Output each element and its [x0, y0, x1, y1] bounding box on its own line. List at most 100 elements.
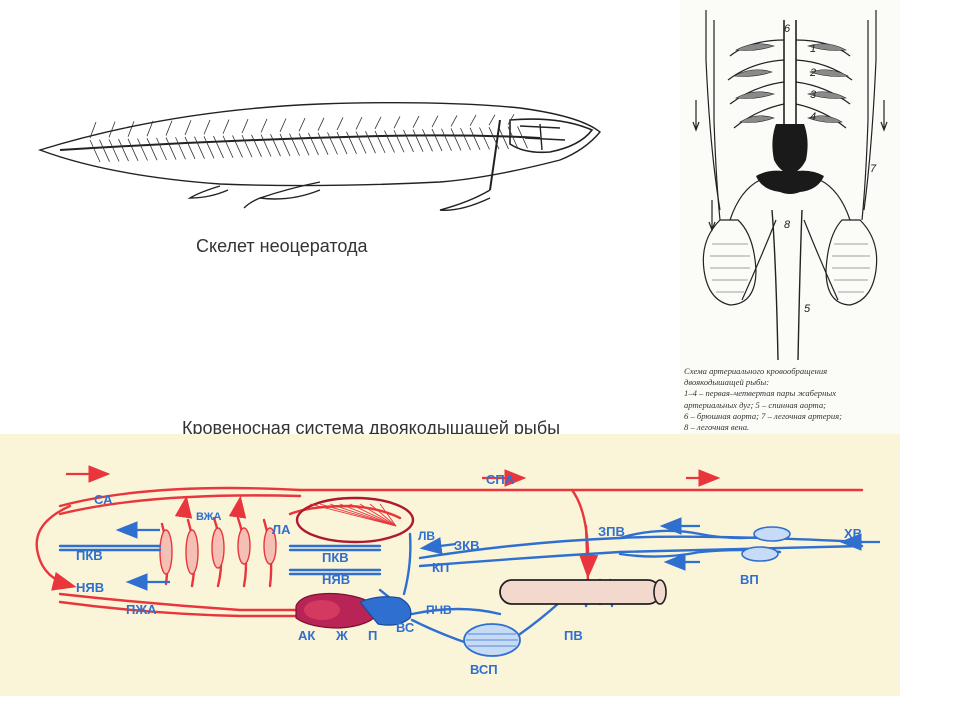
fish-fin-ray	[298, 118, 306, 132]
fish-rib	[194, 136, 205, 159]
label-pzha: ПЖА	[126, 602, 157, 617]
fish-rib	[213, 135, 224, 159]
fish-fin-ray	[89, 121, 97, 139]
fish-rib	[441, 128, 452, 151]
scheme-number-4: 4	[810, 111, 816, 123]
circulatory-diagram-panel: СПА СА ВЖА ЛА ЛВ ПКВ НЯВ ПКВ НЯВ ПЖА ЗКВ…	[0, 434, 900, 696]
label-pv: ПВ	[564, 628, 583, 643]
fish-rib	[517, 126, 528, 149]
scheme-caption-line: 6 – брюшная аорта; 7 – легочная артерия;	[684, 410, 843, 421]
scheme-number-1: 1	[810, 43, 816, 55]
arterial-scheme-drawing: 6 1 2 3 4 7 8 5	[692, 10, 888, 361]
scheme-number-3: 3	[810, 89, 817, 101]
fish-rib	[127, 138, 139, 161]
scheme-caption-line: Схема артериального кровообращения	[684, 366, 828, 376]
fish-rib	[403, 129, 414, 153]
skeleton-title: Скелет неоцератода	[196, 236, 368, 256]
fish-fin-ray	[431, 115, 439, 128]
fish-rib	[336, 131, 348, 155]
scheme-caption-line: артериальных дуг; 5 – спинная аорта;	[684, 399, 827, 410]
label-pkv: ПКВ	[76, 548, 103, 563]
fish-rib	[279, 133, 291, 157]
fish-rib	[355, 131, 367, 154]
scheme-number-5: 5	[804, 303, 811, 315]
fish-rib	[298, 133, 310, 156]
fish-rib	[165, 137, 177, 160]
label-vp: ВП	[740, 572, 759, 587]
fish-rib	[289, 133, 300, 156]
fish-rib	[89, 139, 101, 163]
lung-capillary	[379, 503, 397, 527]
fish-rib	[308, 132, 319, 156]
label-pchv: ПЧВ	[426, 603, 452, 617]
fish-rib	[450, 128, 462, 151]
lung-capillary	[319, 503, 397, 527]
lung-capillary	[329, 503, 397, 527]
scheme-caption-line: 8 – легочная вена.	[684, 422, 750, 433]
fish-rib	[460, 127, 471, 151]
fish-fin-ray	[222, 119, 230, 134]
fish-rib	[241, 134, 253, 158]
fish-fin-ray	[412, 115, 420, 128]
fish-rib	[156, 137, 167, 161]
fish-rib	[479, 127, 490, 150]
lung-capillary	[339, 503, 397, 527]
fish-rib	[251, 134, 262, 157]
heart	[295, 592, 412, 629]
fish-rib	[384, 130, 395, 153]
scheme-number-6-top: 6	[784, 23, 791, 35]
fish-fin-ray	[184, 120, 192, 136]
label-zkv: ЗКВ	[454, 538, 479, 553]
fish-fin-ray	[260, 118, 268, 133]
scheme-number-2: 2	[809, 67, 816, 79]
fish-fin-ray	[317, 117, 325, 131]
lung-capillary	[359, 503, 397, 527]
label-la: ЛА	[272, 522, 291, 537]
arterial-scheme-panel: 6 1 2 3 4 7 8 5	[680, 0, 900, 470]
fish-rib	[232, 135, 243, 158]
fish-fin-ray	[355, 116, 363, 130]
fish-fin-ray	[450, 115, 458, 127]
fish-fin-ray	[146, 120, 154, 137]
label-vzha: ВЖА	[196, 511, 221, 523]
fish-rib	[507, 126, 519, 149]
fish-rib	[327, 132, 338, 155]
fish-rib	[203, 136, 215, 159]
label-zh: Ж	[335, 628, 348, 643]
lung-outline	[295, 496, 415, 544]
label-zpv: ЗПВ	[598, 524, 625, 539]
fish-rib	[469, 127, 481, 150]
fish-rib	[99, 139, 110, 162]
fish-rib	[260, 134, 272, 157]
label-nyav: НЯВ	[76, 580, 104, 595]
fish-fin-ray	[108, 121, 116, 138]
label-vs: ВС	[396, 620, 415, 635]
label-kp: КП	[432, 560, 449, 575]
fish-rib	[175, 137, 186, 160]
fish-rib	[431, 128, 443, 152]
fish-fin-ray	[165, 120, 173, 136]
fish-fin-ray	[241, 119, 249, 134]
fish-fin-ray	[488, 114, 496, 126]
label-p: П	[368, 628, 377, 643]
fish-rib	[374, 130, 386, 154]
label-pkv-inner: ПКВ	[322, 550, 349, 565]
label-nyav-inner: НЯВ	[322, 572, 350, 587]
fish-rib	[146, 138, 158, 161]
label-spa: СПА	[486, 472, 515, 487]
label-lv: ЛВ	[418, 529, 435, 543]
fish-fin-ray	[469, 114, 477, 127]
lung-capillary	[349, 503, 397, 527]
neoceratodus-skeleton-drawing	[37, 101, 601, 211]
label-khv: ХВ	[844, 526, 862, 541]
label-ak: АК	[298, 628, 315, 643]
fish-rib	[412, 129, 424, 152]
fish-rib	[108, 139, 120, 162]
fish-rib	[184, 136, 196, 160]
label-vsp: ВСП	[470, 662, 498, 677]
fish-fin-ray	[393, 116, 401, 129]
fish-rib	[118, 138, 129, 162]
scheme-caption-line: 1–4 – первая–четвертая пары жаберных	[684, 388, 837, 399]
fish-rib	[488, 127, 500, 150]
fish-fin-ray	[279, 118, 287, 133]
